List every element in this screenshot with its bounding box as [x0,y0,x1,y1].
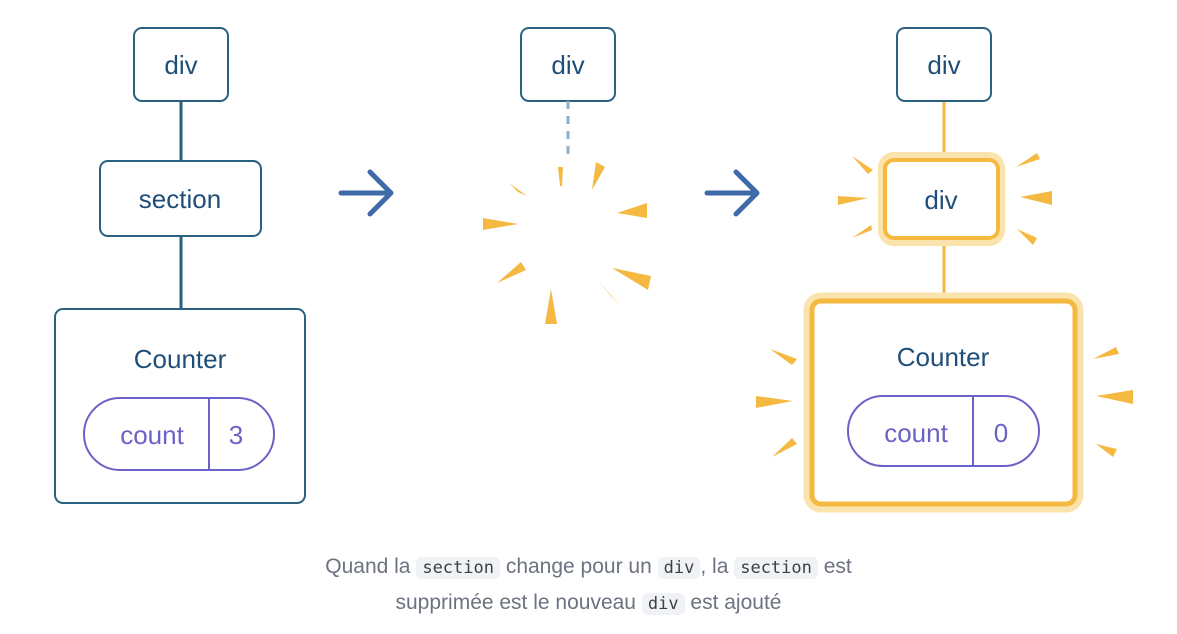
caption-text: change pour un [505,555,652,578]
after-root-node [896,27,992,102]
caption-text: Quand la [325,555,411,578]
arrow-right-icon [704,169,760,217]
caption-text: , la [700,555,729,578]
before-state-name: count [120,420,184,450]
after-state-pill [847,395,1040,467]
after-state-name: count [884,418,948,448]
after-child-label: div [924,185,957,215]
code-snippet: div [641,593,685,615]
before-tree: div section Counter count 3 [54,27,306,504]
before-root-node [133,27,229,102]
after-root-label: div [927,50,960,80]
arrow-right-icon [338,169,394,217]
caption-text: est ajouté [690,591,782,614]
caption-line-1: Quand la section change pour un div, la … [0,553,1177,582]
caption-line-2: supprimée est le nouveau div est ajouté [0,589,1177,618]
after-component-label: Counter [897,342,990,372]
before-component-label: Counter [134,344,227,374]
poof-burst-icon [483,162,651,324]
after-component-glow [803,292,1084,513]
after-state-value: 0 [994,418,1008,448]
caption-text: supprimée est le nouveau [395,591,637,614]
before-state-pill [83,397,275,471]
middle-tree: div [483,27,651,324]
before-state-value: 3 [229,420,243,450]
before-child-node [99,160,262,237]
after-child-glow [878,152,1005,246]
before-child-label: section [139,184,221,214]
code-snippet: section [416,557,500,579]
after-tree: div div Counter count 0 [756,27,1133,513]
child-sparkles-icon [838,153,1052,245]
after-child-node [883,158,1000,240]
middle-root-label: div [551,50,584,80]
component-sparkles-icon [756,347,1133,457]
caption-text: est [823,555,852,578]
code-snippet: section [734,557,818,579]
before-root-label: div [164,50,197,80]
code-snippet: div [657,557,701,579]
